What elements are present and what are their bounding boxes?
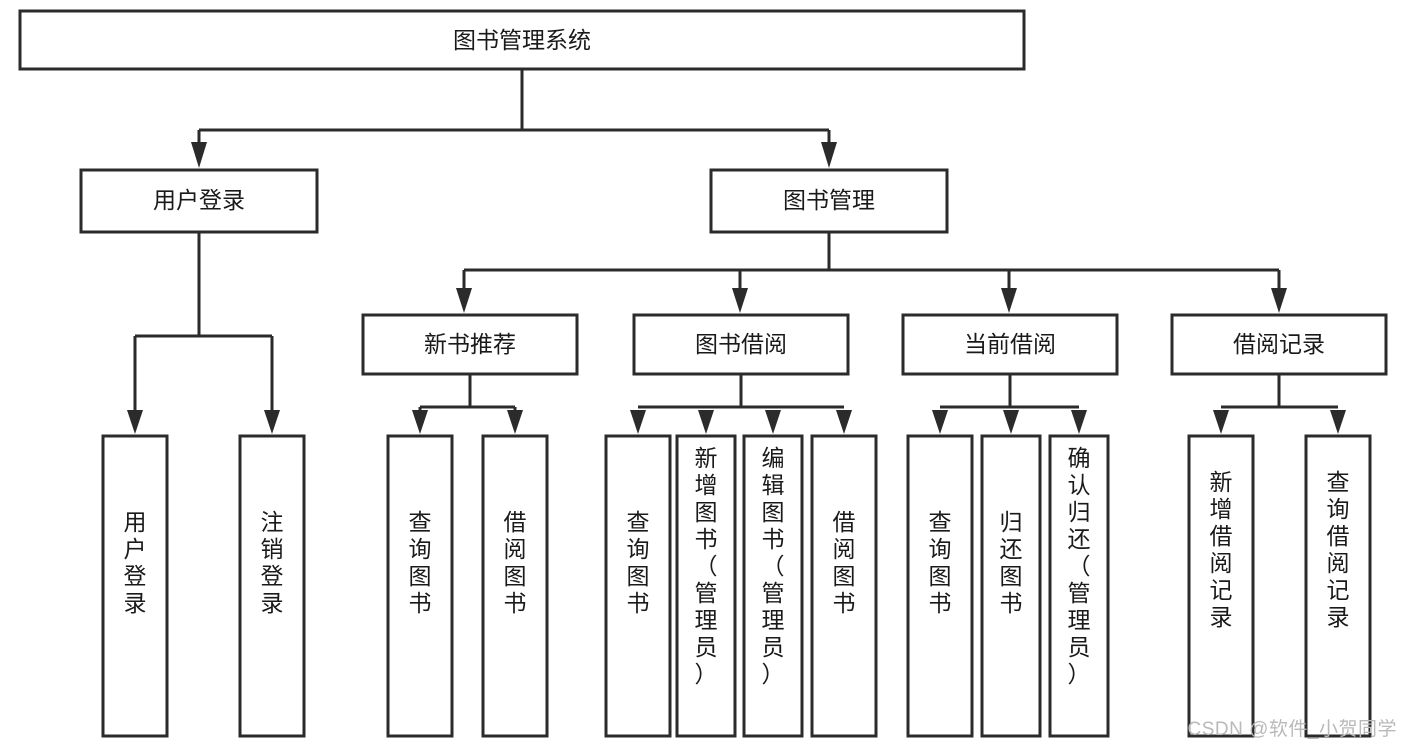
node-leaf-return-book-box[interactable]: [980, 434, 1042, 738]
node-leaf-query-book-3-label: 查询图书: [929, 509, 952, 616]
node-leaf-query-book-1[interactable]: 查询图书: [386, 434, 454, 738]
node-book-management-label: 图书管理: [783, 187, 875, 213]
arrow-head-leaf-add-record: [1213, 410, 1229, 434]
node-leaf-user-login[interactable]: 用户登录: [101, 434, 169, 738]
connector-group-new-book-recommend-to-leaves: [412, 374, 523, 434]
node-leaf-edit-book-box[interactable]: [742, 434, 804, 738]
node-leaf-add-record[interactable]: 新增借阅记录: [1187, 434, 1255, 738]
node-leaf-return-book-label: 归还图书: [1000, 509, 1023, 616]
arrow-head-leaf-return-book: [1003, 410, 1019, 434]
node-current-borrow[interactable]: 当前借阅: [901, 313, 1119, 376]
arrow-head-leaf-query-book-2: [630, 410, 646, 434]
node-leaf-borrow-book-1-label: 借阅图书: [504, 509, 527, 616]
arrow-head-leaf-borrow-book-2: [836, 410, 852, 434]
node-leaf-borrow-book-1[interactable]: 借阅图书: [481, 434, 549, 738]
arrow-head-leaf-user-logout: [264, 410, 280, 434]
node-leaf-query-book-1-label: 查询图书: [409, 509, 432, 616]
node-leaf-add-book[interactable]: 新增图书（管理员）: [675, 434, 737, 738]
arrow-head-leaf-borrow-book-1: [507, 410, 523, 434]
arrow-head-leaf-user-login: [127, 410, 143, 434]
node-leaf-edit-book-label: 编辑图书（管理员）: [762, 445, 785, 687]
node-leaf-query-book-2[interactable]: 查询图书: [604, 434, 672, 738]
node-leaf-borrow-book-1-box[interactable]: [481, 434, 549, 738]
node-leaf-borrow-book-2-box[interactable]: [810, 434, 878, 738]
node-book-borrow[interactable]: 图书借阅: [632, 313, 850, 376]
node-leaf-add-record-label: 新增借阅记录: [1210, 469, 1233, 630]
node-leaf-edit-book[interactable]: 编辑图书（管理员）: [742, 434, 804, 738]
node-leaf-query-book-3-box[interactable]: [906, 434, 974, 738]
node-leaf-user-login-label: 用户登录: [124, 509, 147, 616]
connector-group-borrow-record-to-leaves: [1213, 374, 1346, 434]
node-leaf-add-book-label: 新增图书（管理员）: [695, 445, 718, 687]
node-user-login[interactable]: 用户登录: [79, 168, 319, 234]
arrow-head-book-management: [821, 142, 837, 168]
node-leaf-add-record-box[interactable]: [1187, 434, 1255, 738]
node-borrow-record-box[interactable]: [1170, 313, 1388, 376]
node-leaf-query-book-2-box[interactable]: [604, 434, 672, 738]
node-leaf-add-book-box[interactable]: [675, 434, 737, 738]
node-borrow-record-label: 借阅记录: [1233, 331, 1325, 357]
node-root-label: 图书管理系统: [453, 27, 591, 53]
node-new-book-recommend[interactable]: 新书推荐: [361, 313, 579, 376]
node-book-borrow-label: 图书借阅: [695, 331, 787, 357]
connector-group-book-management-to-level3: [456, 232, 1287, 313]
node-leaf-query-record[interactable]: 查询借阅记录: [1304, 434, 1372, 738]
node-book-management[interactable]: 图书管理: [709, 168, 949, 234]
node-book-borrow-box[interactable]: [632, 313, 850, 376]
arrow-head-leaf-add-book: [698, 410, 714, 434]
arrow-head-leaf-confirm-return: [1071, 410, 1087, 434]
connector-group-current-borrow-to-leaves: [932, 374, 1087, 434]
node-leaf-query-book-3[interactable]: 查询图书: [906, 434, 974, 738]
arrow-head-user-login: [191, 142, 207, 168]
node-leaf-confirm-return-box[interactable]: [1048, 434, 1110, 738]
node-leaf-user-logout-label: 注销登录: [261, 509, 284, 616]
node-leaf-return-book[interactable]: 归还图书: [980, 434, 1042, 738]
node-user-login-label: 用户登录: [153, 187, 245, 213]
watermark-text: CSDN @软件_小贺同学: [1187, 719, 1397, 740]
arrow-head-leaf-query-record: [1330, 410, 1346, 434]
connector-group-root-to-level2: [191, 69, 837, 168]
node-root[interactable]: 图书管理系统: [18, 9, 1026, 71]
node-leaf-query-record-label: 查询借阅记录: [1327, 469, 1350, 630]
node-leaf-borrow-book-2-label: 借阅图书: [833, 509, 856, 616]
arrow-head-leaf-edit-book: [765, 410, 781, 434]
node-current-borrow-box[interactable]: [901, 313, 1119, 376]
node-book-management-box[interactable]: [709, 168, 949, 234]
node-new-book-recommend-label: 新书推荐: [424, 331, 516, 357]
node-new-book-recommend-box[interactable]: [361, 313, 579, 376]
connector-group-book-borrow-to-leaves: [630, 374, 852, 434]
node-leaf-borrow-book-2[interactable]: 借阅图书: [810, 434, 878, 738]
node-current-borrow-label: 当前借阅: [964, 331, 1056, 357]
node-leaf-confirm-return[interactable]: 确认归还（管理员）: [1048, 434, 1110, 738]
node-leaf-query-record-box[interactable]: [1304, 434, 1372, 738]
arrow-head-new-book-recommend: [456, 288, 472, 313]
node-leaf-user-logout[interactable]: 注销登录: [238, 434, 306, 738]
arrow-head-book-borrow: [732, 288, 748, 313]
node-leaf-query-book-2-label: 查询图书: [627, 509, 650, 616]
arrow-head-current-borrow: [1001, 288, 1017, 313]
connector-group-user-login-to-leaves: [127, 232, 280, 434]
node-root-box[interactable]: [18, 9, 1026, 71]
arrow-head-borrow-record: [1271, 288, 1287, 313]
node-leaf-user-login-box[interactable]: [101, 434, 169, 738]
arrow-head-leaf-query-book-1: [412, 410, 428, 434]
node-leaf-user-logout-box[interactable]: [238, 434, 306, 738]
node-leaf-confirm-return-label: 确认归还（管理员）: [1068, 445, 1091, 687]
node-user-login-box[interactable]: [79, 168, 319, 234]
node-borrow-record[interactable]: 借阅记录: [1170, 313, 1388, 376]
node-leaf-query-book-1-box[interactable]: [386, 434, 454, 738]
arrow-head-leaf-query-book-3: [932, 410, 948, 434]
